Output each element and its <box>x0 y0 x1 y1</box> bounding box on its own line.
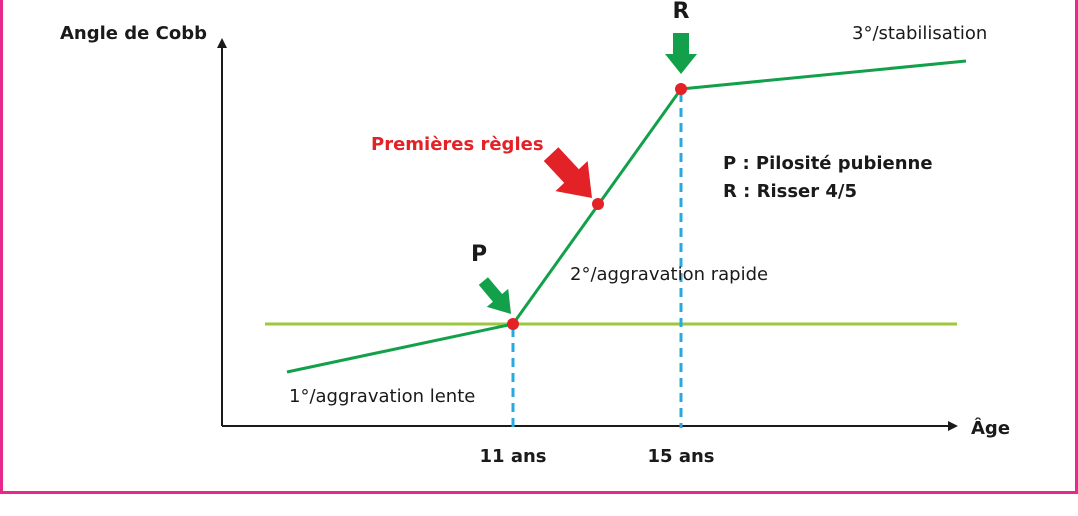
x-axis-label: Âge <box>971 417 1010 439</box>
curve-phase3 <box>680 59 967 91</box>
dot-premieres-regles <box>592 198 604 210</box>
premieres-regles-label: Premières règles <box>371 134 544 155</box>
x-tick-15-ans: 15 ans <box>648 446 715 467</box>
legend-p: P : Pilosité pubienne <box>723 153 933 174</box>
marker-r-letter: R <box>673 0 690 24</box>
legend-r: R : Risser 4/5 <box>723 181 857 202</box>
arrow-premieres-regles-icon <box>543 147 592 198</box>
marker-p-letter: P <box>471 242 487 267</box>
phase3-label: 3°/stabilisation <box>852 23 987 44</box>
y-axis-label: Angle de Cobb <box>60 23 207 44</box>
dot-p <box>507 318 519 330</box>
curve-phase1 <box>286 322 514 374</box>
dot-r <box>675 83 687 95</box>
arrow-p-icon <box>478 277 511 314</box>
phase2-label: 2°/aggravation rapide <box>570 264 768 285</box>
phase1-label: 1°/aggravation lente <box>289 386 475 407</box>
x-tick-11-ans: 11 ans <box>480 446 547 467</box>
pink-frame <box>0 0 1078 494</box>
arrow-r-icon <box>665 33 697 74</box>
